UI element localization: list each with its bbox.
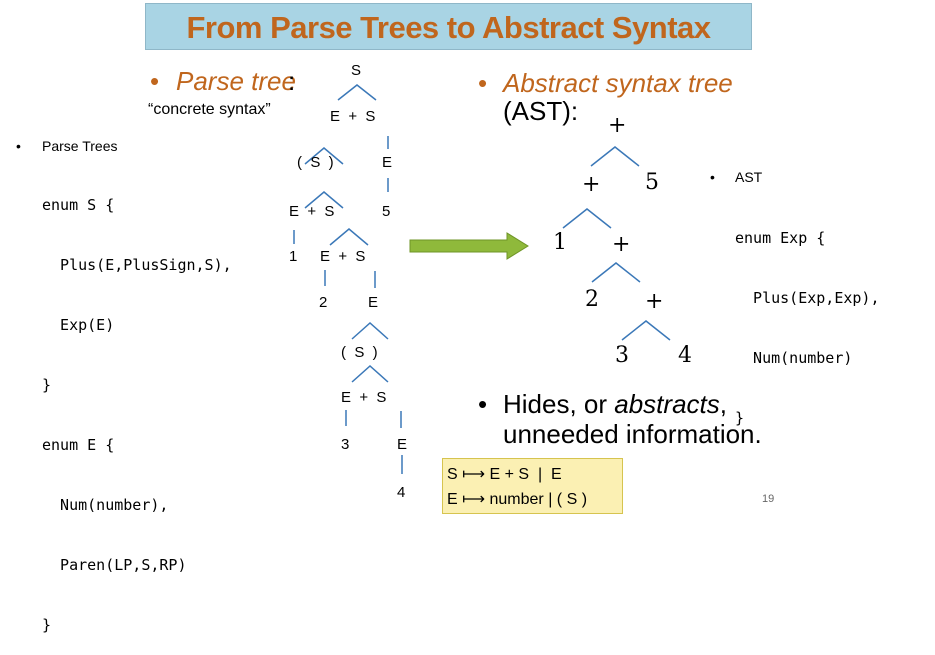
parse-tree-edges	[293, 84, 403, 474]
ast-node: 3	[615, 343, 629, 368]
ast-node: +	[645, 289, 664, 314]
ast-edges	[562, 146, 671, 341]
code-line: enum Exp {	[735, 229, 826, 247]
parse-node: ( S )	[341, 344, 378, 361]
hides-line-2: unneeded information.	[503, 419, 762, 449]
parse-node: E	[397, 436, 408, 453]
code-line: Paren(LP,S,RP)	[42, 556, 187, 574]
parse-node: E	[368, 294, 379, 311]
parse-node: E + S	[289, 203, 335, 220]
ast-node: 1	[553, 230, 567, 255]
parse-node: E + S	[330, 108, 376, 125]
ast-edge	[590, 146, 640, 167]
parse-node: E + S	[320, 248, 366, 265]
code-line: }	[42, 616, 52, 634]
page-number: 19	[762, 493, 775, 505]
abstracts-text: abstracts	[614, 389, 720, 419]
tree-edge	[337, 84, 377, 101]
code-line: Plus(E,PlusSign,S),	[42, 256, 232, 274]
ast-subheading: (AST):	[503, 96, 579, 126]
code-line: Plus(Exp,Exp),	[735, 289, 880, 307]
ast-heading: Abstract syntax tree	[503, 68, 733, 98]
hides-line-1: Hides, or abstracts,	[503, 389, 727, 420]
parse-node: 2	[319, 294, 328, 311]
ast-node: 2	[585, 287, 599, 312]
parse-node: ( S )	[297, 154, 334, 171]
parse-node: 4	[397, 484, 406, 501]
parse-node: 1	[289, 248, 298, 265]
code-line: enum S {	[42, 196, 115, 214]
ast-node: +	[612, 232, 631, 257]
tree-edge	[351, 364, 389, 383]
ast-node: 5	[645, 170, 659, 195]
ast-edge	[562, 208, 612, 229]
code-line: Exp(E)	[42, 316, 115, 334]
hides-comma: ,	[719, 389, 727, 419]
ast-edge	[621, 320, 671, 341]
transform-arrow-icon	[409, 232, 529, 260]
tree-edge	[304, 147, 344, 165]
grammar-box: S ⟼ E + S | E E ⟼ number | ( S )	[442, 458, 623, 514]
code-line: Num(number),	[42, 496, 169, 514]
parse-node: 5	[382, 203, 391, 220]
parse-node: 3	[341, 436, 350, 453]
ast-node: +	[608, 113, 627, 138]
code-line: }	[42, 376, 52, 394]
hides-bullet: •	[478, 389, 488, 419]
tree-edge	[304, 191, 344, 209]
concrete-syntax-note: “concrete syntax”	[148, 101, 271, 118]
tree-edge	[329, 228, 369, 246]
ast-code-label: AST	[735, 169, 763, 185]
ast-code: enum Exp { Plus(Exp,Exp), Num(number) }	[735, 188, 880, 448]
parse-tree-bullet: •	[150, 66, 160, 96]
grammar-rule-s: S ⟼ E + S | E	[447, 466, 562, 483]
parse-node: E	[382, 154, 393, 171]
ast-bullet: •	[478, 68, 488, 98]
title-banner: From Parse Trees to Abstract Syntax	[145, 3, 752, 50]
parse-tree-colon: :	[288, 66, 296, 96]
code-line: }	[735, 409, 745, 427]
code-line: Num(number)	[735, 349, 853, 367]
parse-trees-label: Parse Trees	[42, 138, 118, 154]
ast-code-bullet: •	[710, 169, 715, 185]
grammar-rule-e: E ⟼ number | ( S )	[447, 491, 588, 508]
hides-text: Hides, or	[503, 389, 615, 419]
ast-edge	[591, 262, 641, 283]
ast-node: +	[582, 172, 601, 197]
parse-trees-bullet: •	[16, 138, 21, 154]
parse-node: E + S	[341, 389, 387, 406]
code-line: enum E {	[42, 436, 115, 454]
parse-node: S	[351, 62, 362, 79]
slide-title: From Parse Trees to Abstract Syntax	[186, 10, 711, 45]
parse-tree-heading: Parse tree	[176, 66, 296, 96]
ast-node: 4	[678, 343, 692, 368]
tree-edge	[351, 321, 389, 340]
